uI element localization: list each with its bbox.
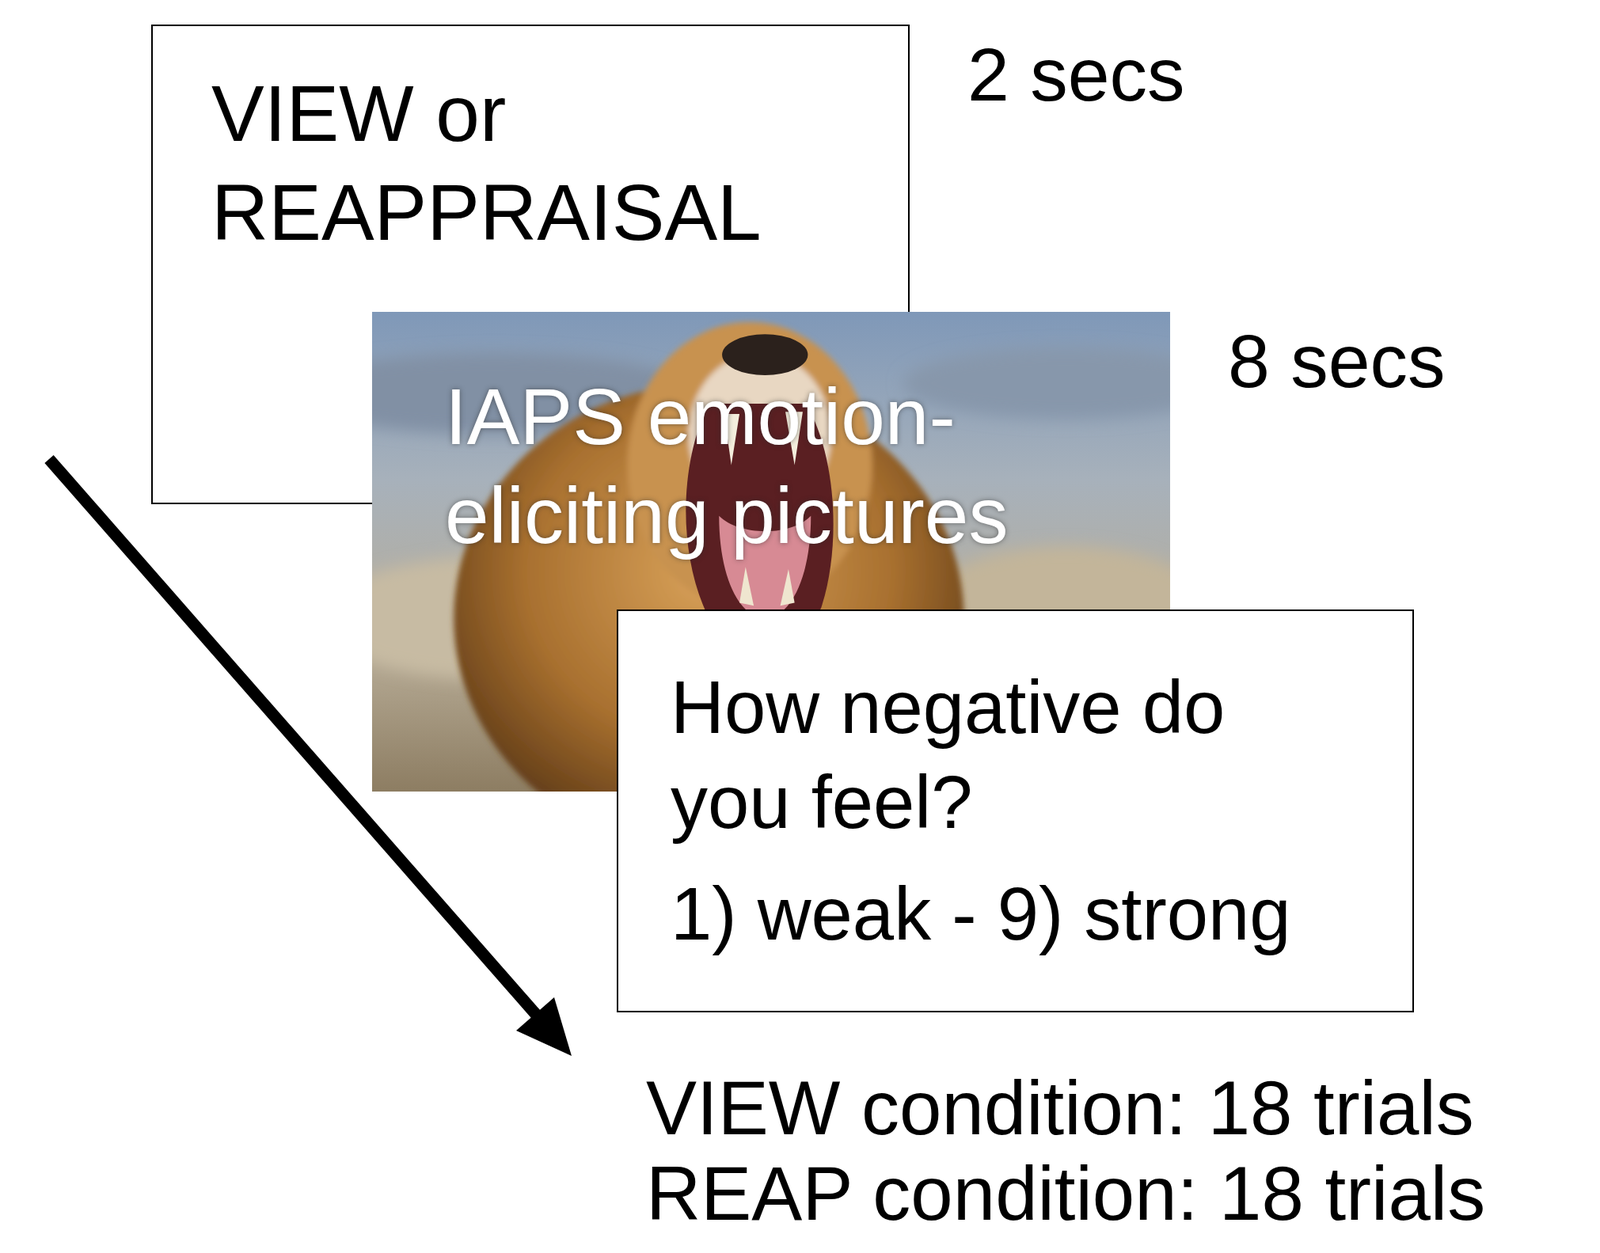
node-text: How negative do you feel? [670, 660, 1304, 852]
node-text: 1) weak - 9) strong [670, 866, 1389, 962]
duration-label: 8 secs [1227, 318, 1446, 405]
duration-label: 2 secs [967, 31, 1186, 118]
trial-count: VIEW condition: 18 trials [646, 1064, 1475, 1152]
trial-count: REAP condition: 18 trials [646, 1150, 1486, 1238]
node-text: IAPS emotion- eliciting pictures [444, 367, 1095, 566]
rating-box: How negative do you feel? 1) weak - 9) st… [616, 609, 1414, 1013]
arrow-head [516, 997, 572, 1057]
node-text: VIEW or REAPPRAISAL [211, 64, 877, 263]
